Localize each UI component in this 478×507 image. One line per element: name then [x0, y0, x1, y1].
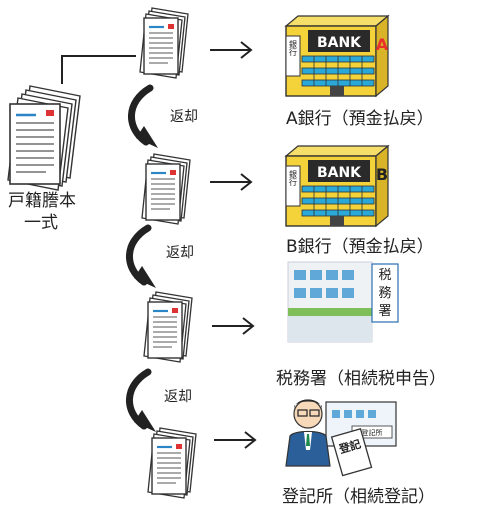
bank-b-sign: BANK	[317, 165, 362, 181]
bank-b-illustration: BANK B 銀行	[285, 145, 389, 227]
arrow-right-4	[213, 431, 256, 449]
registry-card-text: 登記	[336, 437, 362, 457]
arrow-right-3	[211, 317, 254, 335]
source-label-line2: 一式	[24, 213, 58, 233]
bank-a-badge: A	[376, 35, 389, 54]
return-label-2: 返却	[166, 245, 194, 261]
bank-a-sign: BANK	[317, 35, 362, 51]
document-copy-2	[140, 152, 192, 226]
registry-office-illustration: 登記所 登記	[285, 399, 397, 477]
tax-office-illustration: 税 務 署	[287, 261, 399, 343]
tax-sign-char-2: 務	[378, 286, 391, 301]
bank-a-side-sign: 銀行	[289, 39, 298, 57]
arrow-right-2	[209, 173, 252, 191]
destination-label-bank-b: B銀行（預金払戻）	[286, 237, 434, 257]
document-copy-3	[142, 290, 194, 364]
return-label-1: 返却	[170, 109, 198, 125]
source-document-stack	[7, 85, 81, 191]
document-copy-4	[146, 426, 198, 500]
arrow-right-1	[209, 41, 252, 59]
return-arrow-2	[129, 228, 156, 288]
source-connector	[61, 55, 136, 84]
return-label-3: 返却	[164, 389, 192, 405]
source-label-line1: 戸籍謄本	[8, 191, 76, 211]
registry-building-sign: 登記所	[362, 428, 383, 437]
tax-sign-char-3: 署	[378, 304, 391, 319]
bank-b-side-sign: 銀行	[289, 169, 298, 187]
return-arrow-3	[129, 372, 156, 432]
destination-label-tax-office: 税務署（相続税申告）	[276, 369, 446, 389]
bank-b-badge: B	[376, 165, 388, 184]
destination-label-registry: 登記所（相続登記）	[282, 487, 435, 507]
tax-sign-char-1: 税	[378, 268, 391, 283]
destination-label-bank-a: A銀行（預金払戻）	[286, 109, 434, 129]
return-arrow-1	[131, 88, 158, 148]
document-copy-1	[138, 6, 190, 80]
bank-a-illustration: BANK A 銀行	[285, 15, 389, 97]
